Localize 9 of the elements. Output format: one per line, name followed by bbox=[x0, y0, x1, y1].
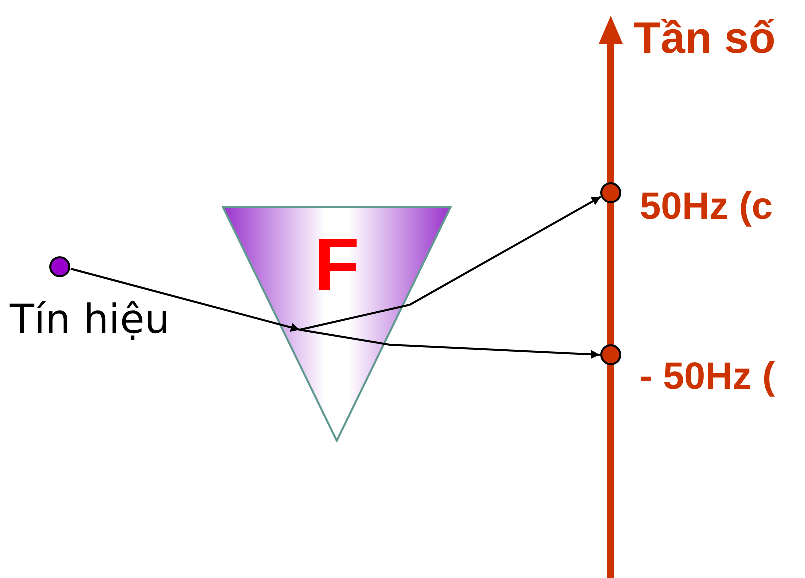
arrow bbox=[300, 196, 602, 331]
filter-letter: F bbox=[314, 228, 360, 302]
arrow bbox=[300, 329, 600, 360]
arrow bbox=[70, 268, 300, 332]
axis-title: Tần số bbox=[634, 14, 776, 64]
filter-triangle bbox=[222, 206, 452, 442]
frequency-label: - 50Hz ( bbox=[640, 358, 776, 396]
signal-label: Tín hiệu bbox=[10, 300, 170, 340]
frequency-label: 50Hz (c bbox=[640, 188, 774, 226]
